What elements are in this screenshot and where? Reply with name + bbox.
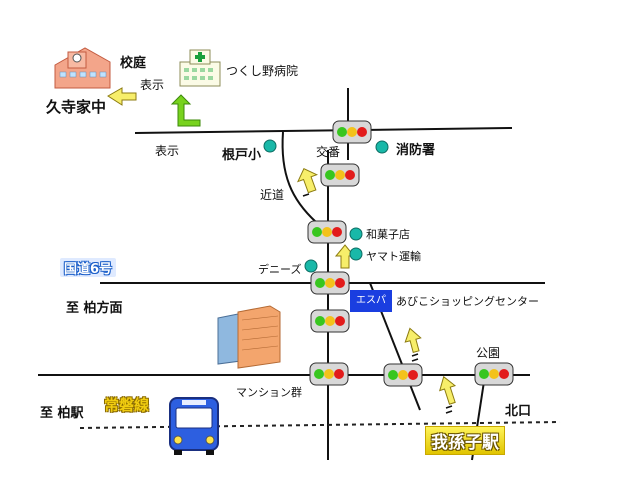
label-joban-line: 常磐線 <box>104 396 150 414</box>
traffic-signal-icon <box>310 309 350 333</box>
label-dennys: デニーズ <box>258 263 302 276</box>
label-sweets-shop: 和菓子店 <box>366 228 410 241</box>
label-sign-bottom: 表示 <box>155 144 180 158</box>
poi-marker-icon <box>349 247 363 261</box>
label-hospital: つくし野病院 <box>226 64 299 78</box>
poi-marker-icon <box>263 139 277 153</box>
label-fire-station: 消防署 <box>396 143 436 158</box>
arrow-to-school-icon <box>107 87 137 106</box>
traffic-signal-icon <box>307 220 347 244</box>
poi-marker-icon <box>375 140 389 154</box>
motion-dashes <box>302 193 453 414</box>
arrow-diagonal-icon <box>404 327 422 353</box>
apartment-buildings-icon <box>217 305 281 369</box>
traffic-signal-icon <box>332 120 372 144</box>
poi-marker-icon <box>349 227 363 241</box>
label-station: 我孫子駅 <box>425 426 505 455</box>
label-to-kashiwa-station: 至 柏駅 <box>40 406 84 421</box>
label-north-exit: 北口 <box>505 404 532 419</box>
label-school-garden: 校庭 <box>120 56 147 71</box>
upper-road <box>134 127 513 134</box>
arrow-shortcut-icon <box>296 168 319 194</box>
shortcut-road <box>281 131 317 223</box>
label-school: 久寺家中 <box>46 98 107 116</box>
traffic-signal-icon <box>320 163 360 187</box>
poi-marker-icon <box>304 259 318 273</box>
label-shopping-center: あびこショッピングセンター <box>396 295 539 308</box>
hospital-icon <box>179 49 221 87</box>
joban-rail-line <box>79 421 561 429</box>
arrow-north-icon <box>334 244 356 269</box>
traffic-signal-icon <box>309 362 349 386</box>
espa-store: エスパ <box>350 290 392 312</box>
label-route6: 国道6号 <box>60 258 117 277</box>
arrow-from-station-icon <box>439 375 457 405</box>
label-side-road: 近道 <box>260 188 285 202</box>
school-building-icon <box>54 47 111 89</box>
poi-markers <box>263 139 389 273</box>
label-police-box: 交番 <box>316 145 341 159</box>
label-sign-top: 表示 <box>140 78 165 92</box>
label-park: 公園 <box>476 346 501 360</box>
green-turn-arrow-icon <box>170 94 201 127</box>
traffic-signal-icon <box>383 363 423 387</box>
label-yamato: ヤマト運輸 <box>366 250 421 263</box>
label-nedo-elementary: 根戸小 <box>222 148 262 163</box>
label-to-kashiwa-direction: 至 柏方面 <box>66 301 123 316</box>
traffic-signals <box>307 120 514 387</box>
direction-arrows <box>107 87 457 405</box>
roads <box>38 88 545 461</box>
bus-icon <box>169 397 219 455</box>
traffic-signal-icon <box>310 271 350 295</box>
traffic-signal-icon <box>474 362 514 386</box>
label-mansions: マンション群 <box>236 386 302 399</box>
